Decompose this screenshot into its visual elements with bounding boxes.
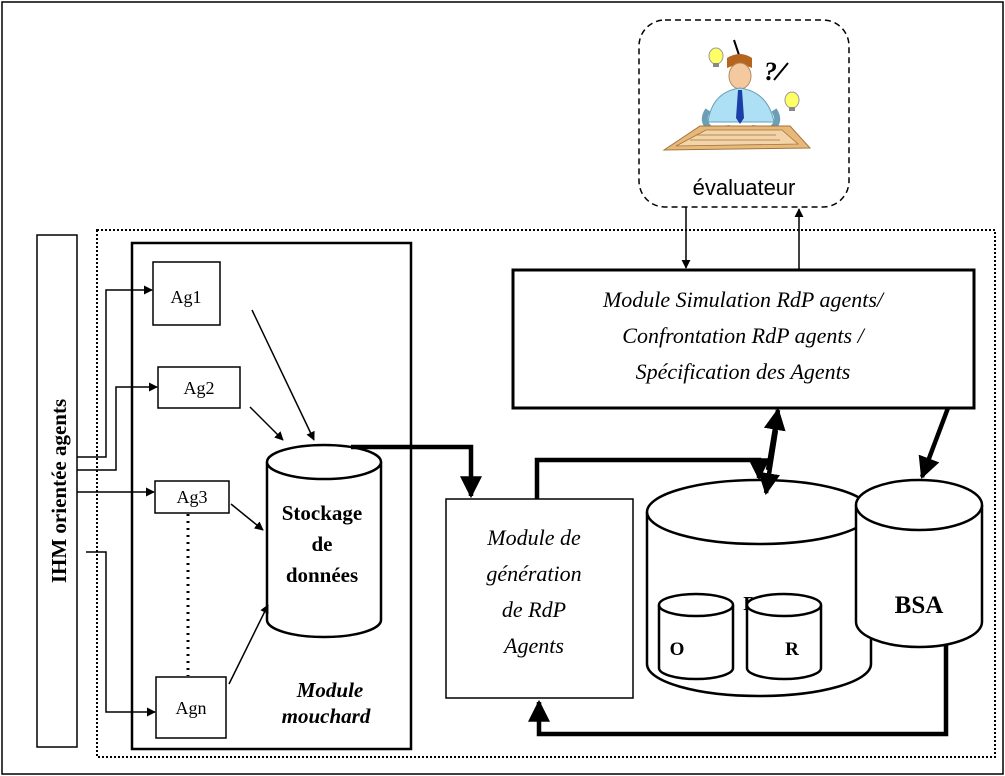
bmt-o-cylinder — [657, 592, 735, 681]
storage-label-line2: de — [312, 532, 333, 556]
generation-label-line4: Agents — [502, 633, 564, 658]
generation-label-line1: Module de — [486, 525, 581, 550]
bmt-o-label: O — [670, 639, 685, 660]
agent-box-agn — [155, 676, 227, 739]
bmt-r-label: R — [785, 639, 799, 660]
agent-label-ag2: Ag2 — [184, 378, 215, 398]
bsa-label: BSA — [895, 592, 944, 619]
agent-label-ag1: Ag1 — [171, 287, 202, 307]
evaluator-label: évaluateur — [693, 175, 796, 200]
ihm-agent-connectors — [77, 285, 158, 717]
thick-connectors — [351, 407, 951, 737]
bsa-cylinder — [854, 478, 984, 649]
simulation-label-line3: Spécification des Agents — [636, 359, 851, 384]
agent-box-ag3 — [154, 480, 230, 514]
agent-box-ag2 — [157, 366, 241, 409]
storage-label-line3: données — [286, 563, 358, 587]
agent-storage-arrows — [228, 309, 315, 685]
svg-text:?: ? — [764, 57, 777, 86]
generation-module-box — [445, 498, 634, 699]
generation-label-line2: génération — [486, 561, 581, 586]
evaluator-person-icon: ? — [662, 39, 812, 151]
mouchard-label-line2: mouchard — [282, 704, 371, 728]
simulation-label-line2: Confrontation RdP agents / — [622, 323, 865, 348]
generation-label-line3: de RdP — [502, 597, 566, 622]
agent-label-agn: Agn — [176, 698, 207, 718]
ihm-box — [36, 234, 78, 748]
ihm-label: IHM orientée agents — [47, 399, 71, 583]
storage-cylinder — [265, 443, 383, 639]
storage-label-line1: Stockage — [282, 501, 363, 525]
simulation-module-box — [511, 268, 976, 410]
mouchard-label-line1: Module — [296, 678, 364, 702]
agent-label-ag3: Ag3 — [177, 487, 208, 507]
evaluator-simulation-arrows — [681, 207, 804, 270]
system-boundary — [96, 229, 996, 758]
agent-box-ag1 — [152, 261, 221, 326]
simulation-label-line1: Module Simulation RdP agents/ — [602, 287, 885, 312]
bmt-r-cylinder — [745, 592, 823, 681]
